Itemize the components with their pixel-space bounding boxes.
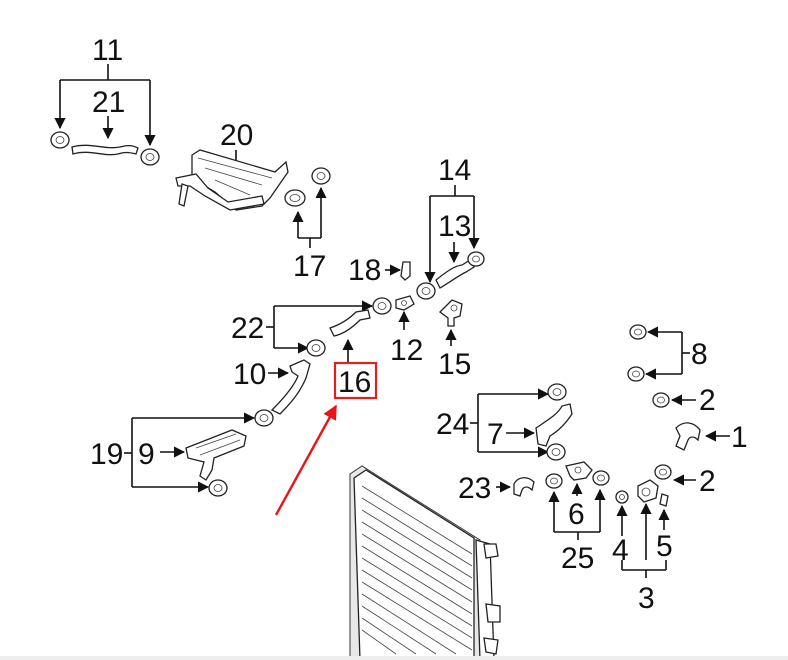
clamp-14-left[interactable] bbox=[416, 282, 436, 300]
callout-13[interactable]: 13 bbox=[438, 210, 471, 243]
clamp-19-top[interactable] bbox=[254, 409, 274, 427]
highlight-arrow bbox=[274, 404, 338, 516]
clamp-25-right[interactable] bbox=[592, 470, 610, 486]
group-22: 22 bbox=[231, 297, 392, 357]
callout-18[interactable]: 18 bbox=[348, 254, 381, 287]
callout-10[interactable]: 10 bbox=[233, 358, 266, 391]
callout-9[interactable]: 9 bbox=[138, 438, 155, 471]
clamp-19-bottom[interactable] bbox=[208, 479, 228, 497]
callout-8[interactable]: 8 bbox=[691, 338, 708, 371]
hose-21[interactable] bbox=[71, 144, 139, 156]
group-12: 12 bbox=[390, 295, 423, 367]
clamp-24-bottom[interactable] bbox=[546, 443, 566, 461]
clamp-14-right[interactable] bbox=[467, 251, 485, 267]
group-17: 17 bbox=[284, 167, 331, 283]
group-19-9: 19 9 bbox=[90, 409, 274, 497]
callout-5[interactable]: 5 bbox=[656, 530, 673, 563]
callout-4[interactable]: 4 bbox=[612, 534, 629, 567]
group-2-bottom: 2 bbox=[654, 464, 716, 498]
clamp-11-left[interactable] bbox=[50, 131, 70, 149]
callout-3[interactable]: 3 bbox=[638, 582, 655, 615]
clamp-11-right[interactable] bbox=[140, 148, 160, 166]
callout-11[interactable]: 11 bbox=[92, 34, 123, 67]
radiator[interactable] bbox=[349, 465, 501, 660]
callout-19[interactable]: 19 bbox=[90, 438, 123, 471]
group-16: 16 bbox=[274, 309, 378, 516]
hose-13[interactable] bbox=[435, 259, 475, 289]
callout-2-bottom[interactable]: 2 bbox=[699, 465, 716, 498]
callout-24[interactable]: 24 bbox=[436, 408, 469, 441]
clamp-22-bottom[interactable] bbox=[306, 339, 326, 357]
callout-20[interactable]: 20 bbox=[220, 119, 253, 152]
callout-2-top[interactable]: 2 bbox=[699, 384, 716, 417]
callout-7[interactable]: 7 bbox=[487, 418, 504, 451]
group-24-7: 24 7 bbox=[436, 383, 573, 461]
clamp-17-a[interactable] bbox=[284, 189, 306, 207]
group-2-top: 2 bbox=[652, 384, 716, 417]
hose-16[interactable] bbox=[329, 309, 371, 337]
flange-3[interactable] bbox=[637, 479, 659, 503]
fitting-15[interactable] bbox=[439, 299, 463, 327]
callout-6[interactable]: 6 bbox=[568, 498, 585, 531]
bolt-5[interactable] bbox=[659, 493, 669, 507]
callout-21[interactable]: 21 bbox=[92, 86, 125, 119]
hose-7[interactable] bbox=[535, 403, 573, 447]
hose-10[interactable] bbox=[270, 359, 311, 415]
callout-22[interactable]: 22 bbox=[231, 312, 264, 345]
clamp-22-top[interactable] bbox=[372, 297, 392, 315]
hose-1[interactable] bbox=[675, 422, 701, 451]
group-18: 18 bbox=[348, 254, 411, 287]
group-15: 15 bbox=[438, 299, 471, 381]
group-14-13: 14 13 bbox=[416, 154, 485, 300]
group-3-4-5: 4 5 3 bbox=[612, 479, 673, 615]
fitting-6[interactable] bbox=[565, 461, 593, 481]
callout-1[interactable]: 1 bbox=[731, 421, 748, 454]
callout-16[interactable]: 16 bbox=[338, 366, 371, 399]
hose-23[interactable] bbox=[513, 477, 535, 497]
washer-4[interactable] bbox=[615, 490, 629, 504]
clamp-2-bottom[interactable] bbox=[654, 464, 672, 480]
callout-17[interactable]: 17 bbox=[293, 250, 326, 283]
bracket-20[interactable] bbox=[175, 149, 289, 211]
fitting-12[interactable] bbox=[395, 295, 415, 311]
group-20: 20 bbox=[175, 119, 289, 211]
callout-15[interactable]: 15 bbox=[438, 348, 471, 381]
clamp-8-top[interactable] bbox=[629, 324, 647, 340]
callout-12[interactable]: 12 bbox=[390, 334, 423, 367]
highlight-box-16 bbox=[333, 361, 378, 400]
group-8: 8 bbox=[627, 324, 708, 382]
clamp-25-left[interactable] bbox=[545, 473, 563, 489]
bottom-bar bbox=[0, 656, 788, 660]
clamp-2-top[interactable] bbox=[652, 392, 670, 408]
group-23: 23 bbox=[458, 472, 535, 505]
group-10: 10 bbox=[233, 358, 311, 415]
callout-23[interactable]: 23 bbox=[458, 472, 491, 505]
callout-14[interactable]: 14 bbox=[438, 154, 471, 187]
group-1: 1 bbox=[675, 421, 748, 454]
clamp-24-top[interactable] bbox=[547, 383, 567, 401]
callout-25[interactable]: 25 bbox=[561, 542, 594, 575]
group-11-21: 11 21 bbox=[50, 34, 160, 166]
pipe-9[interactable] bbox=[185, 429, 247, 481]
clamp-8-bottom[interactable] bbox=[627, 366, 645, 382]
group-25-6: 6 25 bbox=[545, 461, 610, 575]
clamp-17-b[interactable] bbox=[311, 167, 331, 185]
hose-18[interactable] bbox=[400, 261, 411, 281]
